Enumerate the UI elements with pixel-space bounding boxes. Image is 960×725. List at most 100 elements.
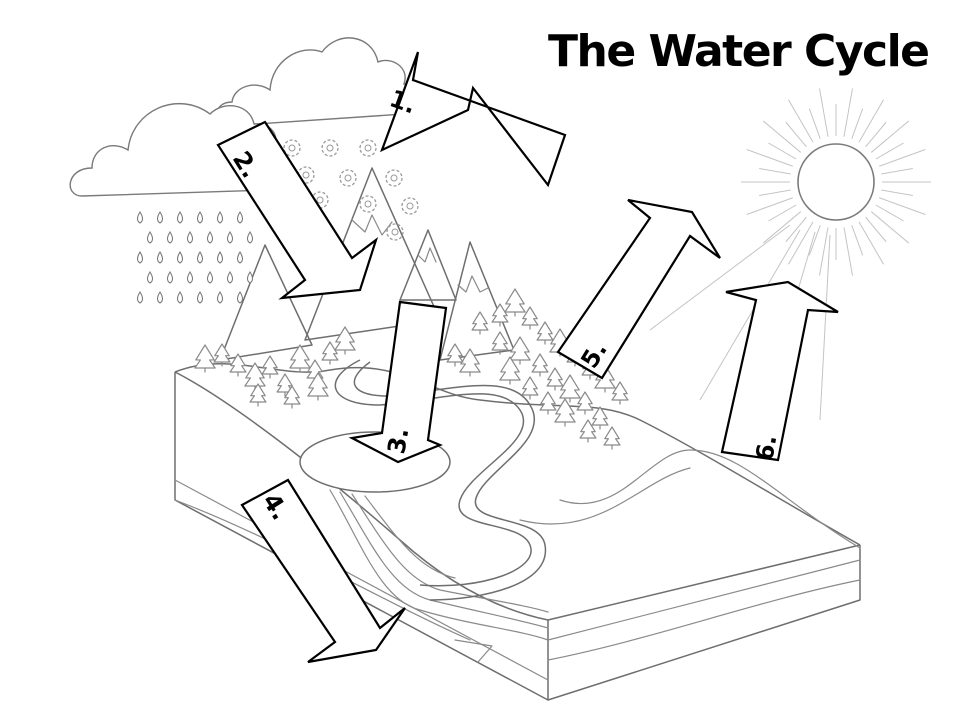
pine-tree: [446, 343, 464, 367]
sun-ray: [768, 142, 797, 160]
raindrop: [186, 230, 194, 244]
raindrop: [196, 290, 204, 304]
sun-ray: [762, 120, 802, 153]
pine-tree: [229, 353, 247, 377]
sun-ray: [870, 211, 910, 244]
pine-tree: [546, 367, 564, 391]
pine-tree: [471, 311, 489, 335]
pine-tree: [307, 372, 329, 401]
sun-ray: [879, 197, 926, 215]
pine-tree: [283, 385, 301, 409]
sun-ray: [746, 149, 793, 167]
pine-tree: [509, 336, 531, 365]
raindrop: [216, 250, 224, 264]
raindrop: [236, 290, 244, 304]
pine-tree: [521, 306, 539, 330]
raindrop: [136, 250, 144, 264]
pine-tree: [249, 383, 267, 407]
raindrop: [196, 250, 204, 264]
sun-ray: [759, 167, 791, 175]
arrow-5: 5.: [556, 198, 721, 380]
sun-ray: [759, 189, 791, 197]
raindrop: [206, 230, 214, 244]
sun-ray: [785, 216, 807, 243]
pine-tree: [576, 391, 594, 415]
snowflake: [321, 139, 339, 157]
pine-tree: [504, 288, 526, 317]
snowflake: [385, 169, 403, 187]
pine-tree: [559, 374, 581, 403]
pine-tree: [554, 398, 576, 427]
sun-ray: [788, 99, 814, 143]
sun-ray: [785, 121, 807, 148]
arrow-1: 1.: [380, 51, 567, 188]
arrow-3: 3.: [348, 300, 448, 464]
pine-tree: [531, 353, 549, 377]
raindrop: [176, 250, 184, 264]
arrow-2: 2.: [216, 120, 379, 300]
pine-forest: [194, 288, 629, 450]
sun-ray: [819, 227, 829, 276]
pine-tree: [289, 344, 311, 373]
arrow-6-label: 6.: [750, 433, 782, 463]
raindrop: [136, 290, 144, 304]
sun-disc: [797, 143, 875, 221]
raindrop: [196, 210, 204, 224]
raindrop: [176, 210, 184, 224]
sun-ray: [762, 211, 802, 244]
pine-tree: [594, 364, 616, 393]
raindrop: [206, 270, 214, 284]
sun-ray: [819, 88, 829, 137]
sun-ray: [699, 229, 801, 401]
sun-ray: [819, 234, 831, 421]
pine-tree: [521, 376, 539, 400]
sun-ray: [875, 204, 904, 222]
raindrop: [136, 210, 144, 224]
pine-tree: [334, 326, 356, 355]
pine-tree: [611, 381, 629, 405]
snowflake: [297, 166, 315, 184]
sun-ray: [649, 224, 791, 331]
pine-tree: [213, 343, 231, 367]
raindrop: [246, 270, 254, 284]
raindrop: [166, 230, 174, 244]
raindrop: [176, 290, 184, 304]
raindrop: [186, 270, 194, 284]
sun-ray: [788, 221, 814, 265]
pine-tree: [536, 321, 554, 345]
sun-ray: [768, 204, 797, 222]
pine-tree: [499, 356, 521, 385]
pine-tree: [539, 391, 557, 415]
snow-cloud: [215, 37, 419, 241]
sun-ray: [843, 88, 853, 137]
sun-ray: [879, 149, 926, 167]
snowflake: [339, 169, 357, 187]
raindrop: [146, 230, 154, 244]
river: [334, 359, 547, 601]
raindrop: [166, 270, 174, 284]
raindrop: [146, 270, 154, 284]
rain-cloud: [69, 103, 285, 304]
pine-tree: [261, 355, 279, 379]
pine-tree: [579, 419, 597, 443]
sun-ray: [808, 225, 821, 256]
raindrop: [156, 210, 164, 224]
sun-ray: [865, 121, 887, 148]
sun-ray: [746, 197, 793, 215]
sun-ray: [808, 108, 821, 139]
snowflake: [359, 195, 377, 213]
sun-ray: [881, 167, 913, 175]
snowflake: [359, 139, 377, 157]
pine-tree: [321, 341, 339, 365]
sun-ray: [881, 189, 913, 197]
sun-ray: [858, 221, 884, 265]
sun-ray: [851, 108, 864, 139]
sun-ray: [865, 216, 887, 243]
pine-tree: [603, 426, 621, 450]
raindrop: [236, 210, 244, 224]
arrow-6: 6.: [720, 280, 839, 463]
sun-ray: [851, 225, 864, 256]
snowflake: [283, 139, 301, 157]
raindrop: [156, 250, 164, 264]
raindrop: [216, 290, 224, 304]
